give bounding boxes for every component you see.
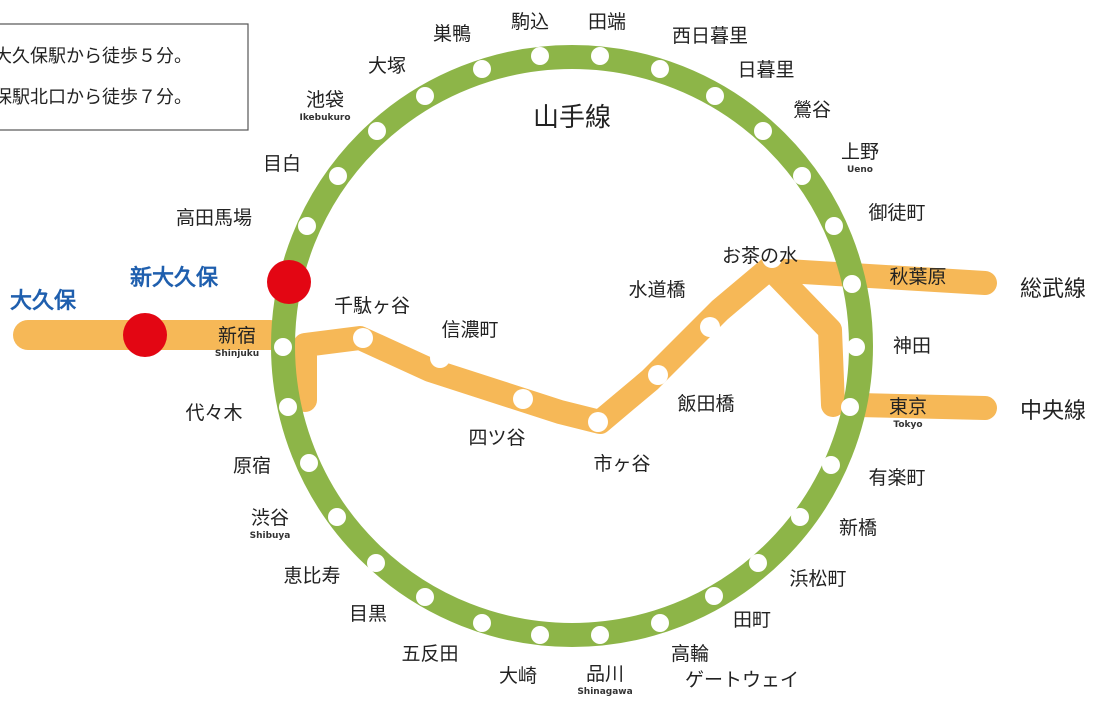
chuo-station-label: 飯田橋 xyxy=(677,393,734,415)
station-dot xyxy=(791,508,809,526)
station-label: 駒込 xyxy=(511,11,549,33)
chuo-station-label: お茶の水 xyxy=(722,245,798,267)
station-label: 池袋 xyxy=(306,89,344,111)
station-dot xyxy=(298,217,316,235)
station-label: 御徒町 xyxy=(868,202,925,224)
station-dot xyxy=(651,614,669,632)
chuo-central-path xyxy=(293,256,845,434)
chuo-station-dot xyxy=(648,365,668,385)
station-dot xyxy=(473,614,491,632)
station-dot xyxy=(591,47,609,65)
sobu-line-label: 総武線 xyxy=(1020,277,1086,302)
station-dot xyxy=(531,626,549,644)
station-romaji: Shibuya xyxy=(250,531,291,541)
station-label: 高輪ゲートウェイ xyxy=(671,643,799,691)
station-dot xyxy=(841,398,859,416)
station-dot xyxy=(416,87,434,105)
station-dot xyxy=(328,508,346,526)
station-dot xyxy=(847,338,865,356)
station-label: 大塚 xyxy=(368,55,406,77)
station-dot xyxy=(274,338,292,356)
okubo-marker xyxy=(123,313,167,357)
station-romaji: Shinjuku xyxy=(215,349,259,359)
sobu-east-segment xyxy=(758,258,997,295)
station-label: 渋谷 xyxy=(251,507,289,529)
station-romaji: Tokyo xyxy=(893,420,922,430)
chuo-station-dot xyxy=(588,412,608,432)
chuo-station-label: 信濃町 xyxy=(441,319,498,341)
station-dot xyxy=(822,456,840,474)
station-romaji: Ueno xyxy=(847,165,873,175)
station-dot xyxy=(651,60,669,78)
chuo-station-dot xyxy=(513,389,533,409)
station-label: 原宿 xyxy=(233,455,271,477)
station-romaji: Shinagawa xyxy=(577,687,632,697)
chuo-station-dot xyxy=(353,328,373,348)
chuo-station-dot xyxy=(762,248,782,268)
station-label: 高田馬場 xyxy=(176,207,252,229)
station-dot xyxy=(329,167,347,185)
notice-line-2: 保駅北口から徒歩７分。 xyxy=(0,87,192,108)
station-label: 五反田 xyxy=(401,643,458,665)
chuo-station-dot xyxy=(700,317,720,337)
chuo-sobu-line xyxy=(13,256,997,434)
station-label: 新宿 xyxy=(218,325,256,347)
station-dot xyxy=(754,122,772,140)
access-notice: 大久保駅から徒歩５分。 保駅北口から徒歩７分。 xyxy=(0,23,249,131)
chuo-station-label: 四ツ谷 xyxy=(468,427,525,449)
station-label: 目黒 xyxy=(349,603,387,625)
station-label: 新橋 xyxy=(839,517,877,539)
chuo-station-label: 市ヶ谷 xyxy=(593,453,650,475)
station-label: 秋葉原 xyxy=(889,266,946,288)
station-label: 代々木 xyxy=(185,402,242,424)
station-dot xyxy=(279,398,297,416)
station-dot xyxy=(705,587,723,605)
notice-line-1: 大久保駅から徒歩５分。 xyxy=(0,46,192,67)
station-dot xyxy=(367,554,385,572)
chuo-east-segment xyxy=(846,393,997,420)
station-dot xyxy=(416,588,434,606)
station-label: 田端 xyxy=(588,11,626,33)
station-dot xyxy=(368,122,386,140)
station-label: 神田 xyxy=(893,335,931,357)
station-dot xyxy=(706,87,724,105)
chuo-station-dot xyxy=(430,348,450,368)
station-label: 浜松町 xyxy=(789,568,846,590)
station-dot xyxy=(591,626,609,644)
station-label: 東京 xyxy=(889,396,927,418)
station-romaji: Ikebukuro xyxy=(299,113,350,123)
station-label: 目白 xyxy=(263,153,301,175)
highlight-markers: 新大久保 大久保 xyxy=(10,260,311,357)
shin-okubo-label: 新大久保 xyxy=(130,265,219,291)
yamanote-line-label: 山手線 xyxy=(533,103,611,133)
station-label: 田町 xyxy=(733,609,771,631)
station-label: 上野 xyxy=(841,141,879,163)
station-label: 大崎 xyxy=(499,665,537,687)
station-label: 日暮里 xyxy=(737,59,794,81)
chuo-station-label: 千駄ヶ谷 xyxy=(334,295,410,317)
station-label: 有楽町 xyxy=(868,467,925,489)
shin-okubo-marker xyxy=(267,260,311,304)
chuo-station-label: 水道橋 xyxy=(628,279,685,301)
okubo-label: 大久保 xyxy=(10,288,77,314)
station-label: 西日暮里 xyxy=(672,25,748,47)
chuo-line-label: 中央線 xyxy=(1020,399,1086,424)
station-label: 恵比寿 xyxy=(283,565,340,587)
station-dot xyxy=(843,275,861,293)
station-dot xyxy=(825,217,843,235)
station-dot xyxy=(473,60,491,78)
station-label: 鶯谷 xyxy=(793,99,831,121)
station-dot xyxy=(300,454,318,472)
station-dot xyxy=(531,47,549,65)
station-label: 品川 xyxy=(586,663,624,685)
station-dot xyxy=(793,167,811,185)
station-label: 巣鴨 xyxy=(433,23,471,45)
station-dot xyxy=(749,554,767,572)
